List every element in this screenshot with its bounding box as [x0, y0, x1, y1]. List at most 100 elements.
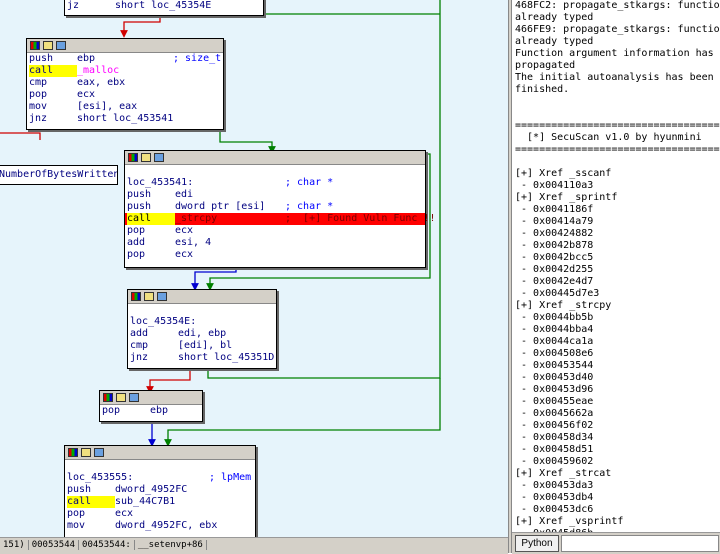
node-header: [100, 391, 202, 405]
edit-icon[interactable]: [116, 393, 126, 402]
node-header: [27, 39, 223, 53]
output-line: [+] Xref _vsprintf: [515, 516, 624, 527]
output-line: - 0x00458d51: [515, 444, 594, 455]
mnemonic: add: [127, 237, 146, 248]
operand[interactable]: esi, 4: [175, 237, 212, 248]
output-line: - 0x00445d7e3: [515, 288, 600, 299]
asm-line: pop ecx: [125, 225, 425, 237]
block-label-line: loc_453555:; lpMem: [67, 472, 252, 483]
operand[interactable]: ebp: [150, 405, 169, 416]
asm-line: jnz short loc_45351D: [128, 352, 276, 364]
external-label-block[interactable]: NumberOfBytesWritten: [0, 165, 118, 185]
group-icon[interactable]: [154, 153, 164, 162]
output-line: - 0x0042b878: [515, 240, 594, 251]
mnemonic: mov: [29, 101, 48, 112]
operand[interactable]: edi, ebp: [178, 328, 227, 339]
operand[interactable]: ecx: [175, 225, 194, 236]
graph-icon[interactable]: [128, 153, 138, 162]
operand[interactable]: dword ptr [esi]: [175, 201, 266, 212]
output-line: - 0x004110a3: [515, 180, 594, 191]
asm-line: call_malloc: [27, 65, 223, 77]
comment: ; char *: [285, 201, 334, 212]
status-address: 00453544:: [79, 540, 135, 550]
status-offset: 00053544: [28, 540, 80, 550]
edit-icon[interactable]: [43, 41, 53, 50]
output-line: - 0x00453d40: [515, 372, 594, 383]
group-icon[interactable]: [129, 393, 139, 402]
group-icon[interactable]: [56, 41, 66, 50]
output-line: - 0x0045662a: [515, 408, 594, 419]
asm-line: push edi: [125, 189, 425, 201]
mnemonic: cmp: [130, 340, 149, 351]
mnemonic: jnz: [130, 352, 149, 363]
group-icon[interactable]: [157, 292, 167, 301]
operand[interactable]: ecx: [175, 249, 194, 260]
output-line: [*] SecuScan v1.0 by hyunmini: [515, 132, 702, 143]
mnemonic: push: [29, 53, 54, 64]
output-line: - 0x0044ca1a: [515, 336, 594, 347]
output-line: - 0x00453da3: [515, 480, 594, 491]
output-line: 468FC2: propagate_stkargs: function: [515, 0, 720, 11]
operand[interactable]: ecx: [115, 508, 134, 519]
status-line: 151): [0, 540, 29, 550]
operand[interactable]: short loc_453541: [77, 113, 174, 124]
operand[interactable]: _malloc: [77, 65, 120, 76]
output-line: - 0x004508e6: [515, 348, 594, 359]
mnemonic: pop: [67, 508, 86, 519]
operand[interactable]: dword_4952FC: [115, 484, 188, 495]
operand[interactable]: short loc_45351D: [178, 352, 275, 363]
mnemonic: push: [127, 189, 152, 200]
operand[interactable]: [edi], bl: [178, 340, 233, 351]
operand[interactable]: sub_44C7B1: [115, 496, 176, 507]
graph-icon[interactable]: [131, 292, 141, 301]
graph-icon[interactable]: [30, 41, 40, 50]
output-line: - 0x00458d34: [515, 432, 594, 443]
output-line: - 0x00455eae: [515, 396, 594, 407]
command-bar: Python: [512, 532, 720, 554]
operand[interactable]: _strcpy: [175, 213, 218, 224]
output-line: =====================================: [515, 144, 720, 155]
operand[interactable]: [esi], eax: [77, 101, 138, 112]
output-line: - 0x00414a79: [515, 216, 594, 227]
graph-icon[interactable]: [68, 448, 78, 457]
edit-icon[interactable]: [144, 292, 154, 301]
output-line: [515, 108, 720, 120]
output-line: - 0x00424882: [515, 228, 594, 239]
pane-splitter[interactable]: [508, 0, 512, 553]
output-line: finished.: [515, 84, 570, 95]
graph-icon[interactable]: [103, 393, 113, 402]
edge-to-strcpy: [219, 130, 276, 154]
operand[interactable]: eax, ebx: [77, 77, 126, 88]
node-header: [125, 151, 425, 165]
python-button[interactable]: Python: [515, 535, 559, 552]
edge-loop-top: [261, 8, 440, 15]
edge-false: [120, 14, 161, 38]
operand[interactable]: dword_4952FC, ebx: [115, 520, 218, 531]
command-input[interactable]: [561, 535, 719, 552]
group-icon[interactable]: [94, 448, 104, 457]
operand[interactable]: ebp: [77, 53, 96, 64]
output-line: [515, 156, 720, 168]
edit-icon[interactable]: [81, 448, 91, 457]
edit-icon[interactable]: [141, 153, 151, 162]
operand[interactable]: edi: [175, 189, 194, 200]
mnemonic: pop: [127, 225, 146, 236]
vuln-call-line: call_strcpy; [+] Found Vuln Func !!: [125, 213, 436, 225]
asm-line: [125, 165, 425, 177]
operand[interactable]: ecx: [77, 89, 96, 100]
output-line: already typed: [515, 12, 594, 23]
